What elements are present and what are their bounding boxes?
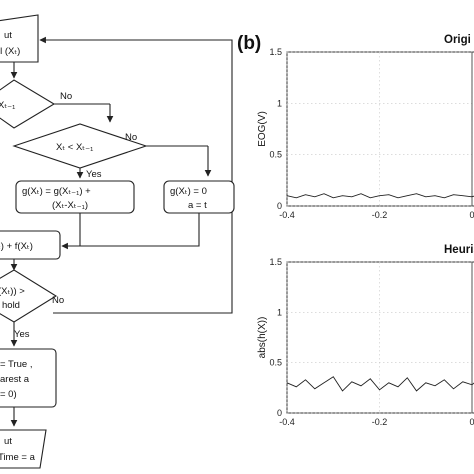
heuristic-chart-title: Heurisito [444,244,474,256]
panel-label: (b) [237,33,261,54]
flowchart: ut ll (Xₜ) Xₜ₋₁ No Xₜ < Xₜ₋₁ No Yes g(Xₜ… [0,14,235,469]
original-ytick-label: 0 [277,201,282,211]
result-box-line-3: = 0) [0,389,17,400]
decision-2-yes: Yes [86,169,102,180]
sum-box [0,230,61,260]
original-axes-frame [286,51,474,207]
decision-1-no: No [60,91,72,102]
heuristic-ytick-label: 0 [277,408,282,418]
decision-threshold [0,269,58,323]
output-label-2: Time = a [0,452,36,463]
original-ylabel: EOG(V) [257,111,268,147]
decision-threshold-yes: Yes [14,329,30,340]
decision-2-no: No [125,132,137,143]
process-box-accumulate-line-1: g(Xₜ) = g(Xₜ₋₁) + [22,186,91,197]
heuristic-xtick-label: -0.2 [372,417,388,427]
chart-heuristic: 00.511.5-0.4-0.200.20.4Heurisitoabs(h(X)… [257,244,474,427]
output-parallelogram [0,429,47,469]
output-label-1: ut [4,436,12,447]
process-box-reset-line-1: g(Xₜ) = 0 [170,186,207,197]
original-ytick-label: 1 [277,98,282,108]
heuristic-ytick-label: 0.5 [269,358,282,368]
heuristic-ytick-label: 1.5 [269,257,282,267]
heuristic-ytick-label: 1 [277,307,282,317]
original-xtick-label: -0.2 [372,210,388,220]
result-box-line-1: = True , [0,359,32,370]
input-parallelogram [0,14,39,63]
process-box-reset-line-2: a = t [188,200,207,211]
original-chart-title: Origi [444,34,471,46]
result-box [0,348,57,408]
process-box-accumulate [15,180,135,214]
process-box-accumulate-line-2: (Xₜ-Xₜ₋₁) [52,200,88,211]
original-ytick-label: 0.5 [269,150,282,160]
decision-threshold-line-1: (Xₜ)) > [0,286,25,297]
sum-box-label: ₜ) + f(Xₜ) [0,241,33,252]
chart-original: 00.511.5-0.4-0.200.20.4OrigiEOG(V)Sa [257,34,474,220]
decision-2-label: Xₜ < Xₜ₋₁ [56,142,93,153]
original-xtick-label: -0.4 [279,210,295,220]
heuristic-ylabel: abs(h(X)) [257,317,268,359]
heuristic-xtick-label: 0 [469,417,474,427]
heuristic-series-line [286,376,474,392]
original-ytick-label: 1.5 [269,47,282,57]
input-label-1: ut [4,30,12,41]
loop-back-line [39,36,233,314]
input-label-2: ll (Xₜ) [0,46,20,57]
decision-threshold-line-2: hold [2,300,20,311]
heuristic-axes-frame [286,261,474,414]
original-xtick-label: 0 [469,210,474,220]
heuristic-xtick-label: -0.4 [279,417,295,427]
original-series-line [286,193,474,199]
decision-1-label: Xₜ₋₁ [0,100,15,111]
decision-threshold-no: No [52,295,64,306]
result-box-line-2: arest a [0,374,30,385]
